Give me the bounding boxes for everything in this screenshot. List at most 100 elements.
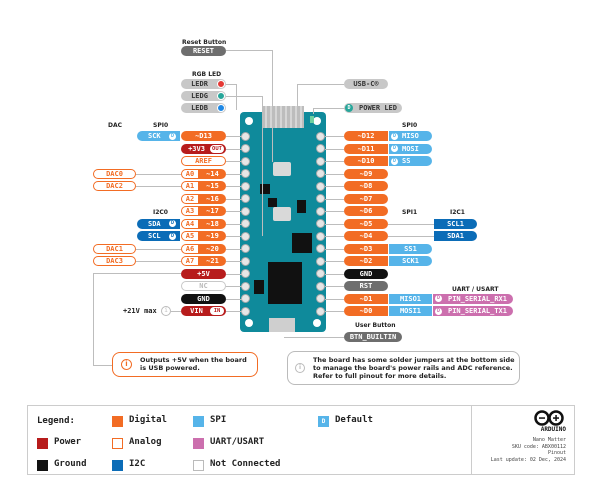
pin-pad bbox=[316, 269, 325, 278]
dac-label[interactable]: DAC2 bbox=[93, 181, 136, 191]
dac-label[interactable]: DAC3 bbox=[93, 256, 136, 266]
analog-pin-label[interactable]: A6 bbox=[181, 243, 199, 254]
pin-pad bbox=[241, 244, 250, 253]
dac-label[interactable]: DAC0 bbox=[93, 168, 136, 179]
analog-pin-label[interactable]: A0 bbox=[181, 168, 199, 179]
led-label-ledb[interactable]: LEDB bbox=[181, 103, 226, 113]
digital-pin-label[interactable]: ~21 bbox=[199, 256, 226, 266]
pin-leader-line bbox=[325, 186, 344, 187]
digital-pin-label[interactable]: ~20 bbox=[199, 243, 226, 254]
pin-direction-tag: OUT bbox=[210, 144, 224, 153]
pin-label-d13[interactable]: ~D13 bbox=[181, 131, 226, 141]
spi1-header: SPI1 bbox=[402, 209, 418, 216]
spi-label[interactable]: MISO1 bbox=[389, 293, 432, 304]
reset-leader-line bbox=[226, 50, 272, 51]
dac-leader-line bbox=[136, 173, 181, 175]
spi-label[interactable]: MOSI1 bbox=[389, 306, 432, 316]
spi-label[interactable]: MISO bbox=[389, 131, 432, 141]
dac-leader-line bbox=[136, 186, 181, 187]
i2c-label[interactable]: SCL1 bbox=[434, 218, 477, 229]
dac-label[interactable]: DAC1 bbox=[93, 243, 136, 254]
pin-label-d11[interactable]: ~D11 bbox=[344, 143, 388, 154]
digital-pin-label[interactable]: ~18 bbox=[199, 218, 226, 229]
spi-label[interactable]: SCK1 bbox=[389, 256, 432, 266]
pin-pad bbox=[241, 269, 250, 278]
analog-pin-label[interactable]: A2 bbox=[181, 193, 199, 204]
uart-label[interactable]: PIN_SERIAL_RX1 bbox=[433, 293, 513, 304]
user-button-leader-line bbox=[284, 337, 344, 338]
pin-label-gnd[interactable]: GND bbox=[344, 268, 388, 279]
power-led-leader-line bbox=[313, 108, 345, 109]
pin-label-d6[interactable]: ~D6 bbox=[344, 206, 388, 216]
usb-power-leader-line bbox=[93, 365, 113, 366]
pin-label-d1[interactable]: ~D1 bbox=[344, 293, 388, 304]
digital-pin-label[interactable]: ~19 bbox=[199, 231, 226, 241]
usb-leader-line bbox=[297, 84, 344, 85]
spi-label[interactable]: SS bbox=[389, 156, 432, 166]
pin-label-nc[interactable]: NC bbox=[181, 281, 226, 291]
pin-leader-line bbox=[226, 161, 242, 162]
pin-label-d3[interactable]: ~D3 bbox=[344, 243, 388, 254]
pin-label-d12[interactable]: ~D12 bbox=[344, 131, 388, 141]
digital-pin-label[interactable]: ~15 bbox=[199, 181, 226, 191]
chip bbox=[260, 184, 270, 194]
power-led-label[interactable]: POWER LED bbox=[344, 103, 402, 113]
pin-label-d7[interactable]: ~D7 bbox=[344, 193, 388, 204]
pin-pad bbox=[241, 219, 250, 228]
pin-label-d0[interactable]: ~D0 bbox=[344, 306, 388, 316]
led-label-ledg[interactable]: LEDG bbox=[181, 91, 226, 101]
alt-function-label[interactable]: SDA bbox=[137, 218, 180, 229]
usb-c-label[interactable]: USB-C® bbox=[344, 79, 388, 89]
led-dot-icon bbox=[217, 92, 225, 100]
digital-pin-label[interactable]: ~17 bbox=[199, 206, 226, 216]
pin-pad bbox=[241, 206, 250, 216]
pin-label-rst[interactable]: RST bbox=[344, 281, 388, 291]
usb-leader-line bbox=[297, 84, 298, 114]
info-icon: i bbox=[161, 306, 171, 316]
reset-button-component bbox=[273, 162, 291, 176]
i2c-label[interactable]: SDA1 bbox=[434, 231, 477, 241]
legend-swatch-nc bbox=[193, 460, 204, 471]
board bbox=[240, 106, 326, 332]
uart-label[interactable]: PIN_SERIAL_TX1 bbox=[433, 306, 513, 316]
pin-label-d10[interactable]: ~D10 bbox=[344, 156, 388, 166]
pin-label-5v[interactable]: +5V bbox=[181, 268, 226, 279]
alt-function-label[interactable]: SCL bbox=[137, 231, 180, 241]
solder-jumpers-note-text: The board has some solder jumpers at the… bbox=[313, 356, 515, 380]
pin-pad bbox=[316, 219, 325, 228]
pin-label-d5[interactable]: ~D5 bbox=[344, 218, 388, 229]
digital-pin-label[interactable]: ~14 bbox=[199, 168, 226, 179]
legend-swatch-ground bbox=[37, 460, 48, 471]
analog-pin-label[interactable]: A1 bbox=[181, 181, 199, 191]
pin-pad bbox=[316, 194, 325, 203]
pin-label-d9[interactable]: ~D9 bbox=[344, 168, 388, 179]
pin-label-aref[interactable]: AREF bbox=[181, 156, 226, 166]
led-label-ledr[interactable]: LEDR bbox=[181, 79, 226, 89]
spi-label[interactable]: SS1 bbox=[389, 243, 432, 254]
reset-leader-line bbox=[272, 50, 273, 162]
pin-label-d8[interactable]: ~D8 bbox=[344, 181, 388, 191]
analog-pin-label[interactable]: A5 bbox=[181, 231, 199, 241]
pin-pad bbox=[316, 306, 325, 316]
alt-function-label[interactable]: SCK bbox=[137, 131, 180, 141]
reset-label[interactable]: RESET bbox=[181, 46, 226, 56]
pin-label-d4[interactable]: ~D4 bbox=[344, 231, 388, 241]
analog-pin-label[interactable]: A4 bbox=[181, 218, 199, 229]
pin-label-d2[interactable]: ~D2 bbox=[344, 256, 388, 266]
spi-label[interactable]: MOSI bbox=[389, 143, 432, 154]
pin-label-gnd[interactable]: GND bbox=[181, 293, 226, 304]
analog-pin-label[interactable]: A3 bbox=[181, 206, 199, 216]
default-badge: D bbox=[169, 232, 176, 240]
pin-pad bbox=[316, 244, 325, 253]
digital-pin-label[interactable]: ~16 bbox=[199, 193, 226, 204]
pin-label-vin[interactable]: VIN bbox=[181, 306, 226, 316]
dac-leader-line bbox=[136, 248, 181, 250]
analog-pin-label[interactable]: A7 bbox=[181, 256, 199, 266]
default-badge: D bbox=[391, 157, 398, 165]
default-badge: D bbox=[435, 295, 442, 302]
pin-label-3v3[interactable]: +3V3 bbox=[181, 143, 226, 154]
legend-swatch-spi bbox=[193, 416, 204, 427]
pin-direction-tag: IN bbox=[210, 307, 224, 315]
btn-builtin-label[interactable]: BTN_BUILTIN bbox=[344, 332, 402, 342]
